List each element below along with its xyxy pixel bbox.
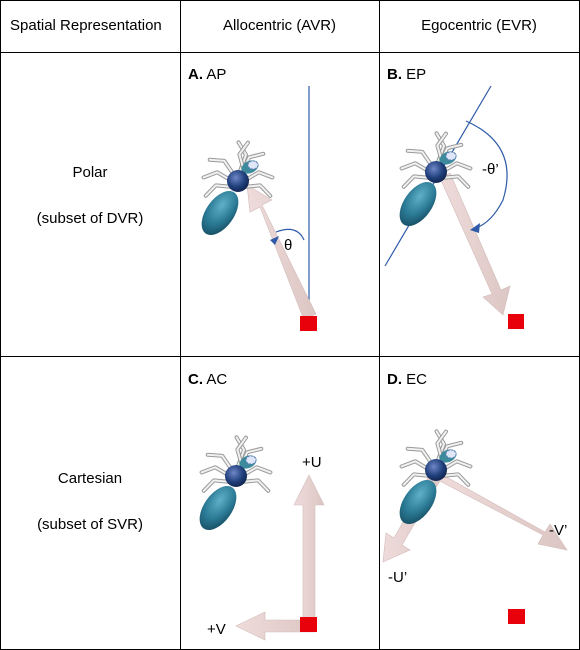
panel-b-angle-arrowhead: [470, 223, 480, 233]
panel-d-v-label: -V’: [549, 522, 567, 539]
panel-d-v-arrow: [433, 469, 568, 551]
header-allocentric: Allocentric (AVR): [222, 17, 337, 34]
panel-a-angle-label: θ: [284, 237, 292, 254]
panel-a-angle-arc: [275, 228, 305, 241]
panel-d-drawing: -U’ -V’: [382, 430, 568, 624]
panel-b-target-square: [508, 314, 524, 329]
panel-b-letter: B.: [387, 66, 402, 83]
header-egocentric: Egocentric (EVR): [421, 17, 537, 34]
panel-a-name: AP: [206, 66, 227, 83]
panel-a-drawing: θ: [194, 86, 317, 331]
panel-c-letter: C.: [188, 371, 203, 388]
panel-c-drawing: +U +V: [192, 436, 325, 641]
table-border-left: [0, 0, 1, 650]
panel-a-letter: A.: [188, 66, 203, 83]
panel-a-fly-icon: [194, 141, 273, 241]
panel-c-u-label: +U: [302, 454, 322, 471]
panel-a-target-square: [300, 316, 317, 331]
table-col-divider-2: [379, 0, 380, 650]
panel-c-u-arrow: [293, 474, 325, 627]
panel-d-name: EC: [406, 371, 428, 388]
panel-c-target-square: [300, 617, 317, 632]
table-col-divider-1: [180, 0, 181, 650]
panel-b-drawing: -θ’: [384, 85, 524, 329]
panel-d-letter: D.: [387, 371, 402, 388]
table-row-divider: [0, 356, 580, 357]
table-header-divider: [0, 52, 580, 53]
panel-c-label: C. AC: [188, 371, 227, 388]
panel-d-label: D. EC: [387, 371, 427, 388]
table-border-top: [0, 0, 580, 1]
header-spatial-representation: Spatial Representation: [10, 17, 162, 34]
row-cartesian-subtitle: (subset of SVR): [37, 516, 143, 533]
panel-c-fly-icon: [192, 436, 271, 536]
panel-a-arrow: [246, 184, 317, 321]
panel-c-v-label: +V: [207, 621, 226, 638]
panel-b-name: EP: [406, 66, 427, 83]
panel-a-angle-arrowhead: [270, 236, 279, 245]
panel-b-label: B. EP: [387, 66, 426, 83]
panel-d-target-square: [508, 609, 525, 624]
panel-a-label: A. AP: [188, 66, 226, 83]
row-polar-subtitle: (subset of DVR): [36, 210, 144, 227]
row-polar-title: Polar: [72, 164, 108, 181]
panel-c-name: AC: [206, 371, 228, 388]
panel-d-u-label: -U’: [388, 569, 407, 586]
panel-b-angle-arc: [465, 120, 508, 229]
panel-b-angle-label: -θ’: [482, 161, 499, 178]
panel-b-arrow: [439, 172, 511, 316]
row-cartesian-title: Cartesian: [57, 470, 123, 487]
